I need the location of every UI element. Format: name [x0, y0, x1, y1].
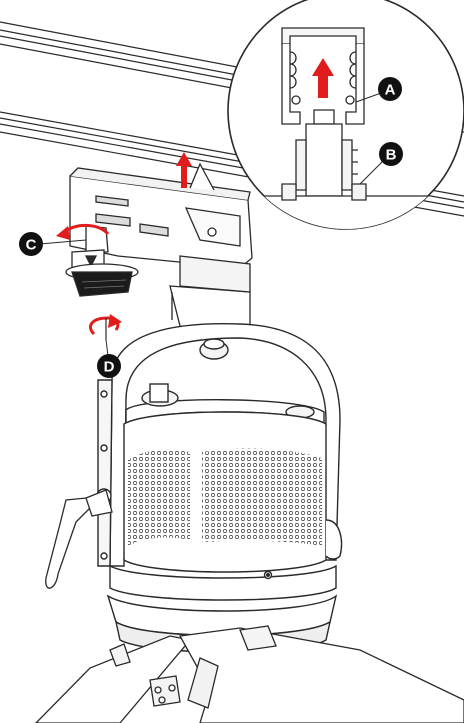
locking-knob: [65, 225, 139, 297]
track-adapter: [69, 162, 253, 331]
rotate-arrowhead-c: [56, 226, 70, 240]
push-up-arrow: [176, 152, 192, 188]
callout-c: C: [19, 232, 87, 256]
svg-text:A: A: [385, 82, 396, 99]
callout-b: B: [359, 142, 403, 185]
callout-a: A: [355, 77, 402, 103]
tilt-lock-handle: [45, 489, 113, 589]
detail-magnifier: [227, 0, 464, 230]
luminaire-body: [106, 383, 343, 653]
detail-push-arrowhead: [312, 58, 334, 76]
detail-push-arrow-shaft: [318, 74, 328, 98]
rotate-arrow-d: [89, 316, 120, 336]
svg-text:B: B: [386, 147, 397, 164]
svg-text:D: D: [104, 359, 115, 376]
callout-d: D: [97, 339, 121, 378]
svg-text:C: C: [26, 237, 37, 254]
rotate-arrowhead-d: [108, 314, 122, 328]
barn-door-flaps: [35, 625, 464, 723]
